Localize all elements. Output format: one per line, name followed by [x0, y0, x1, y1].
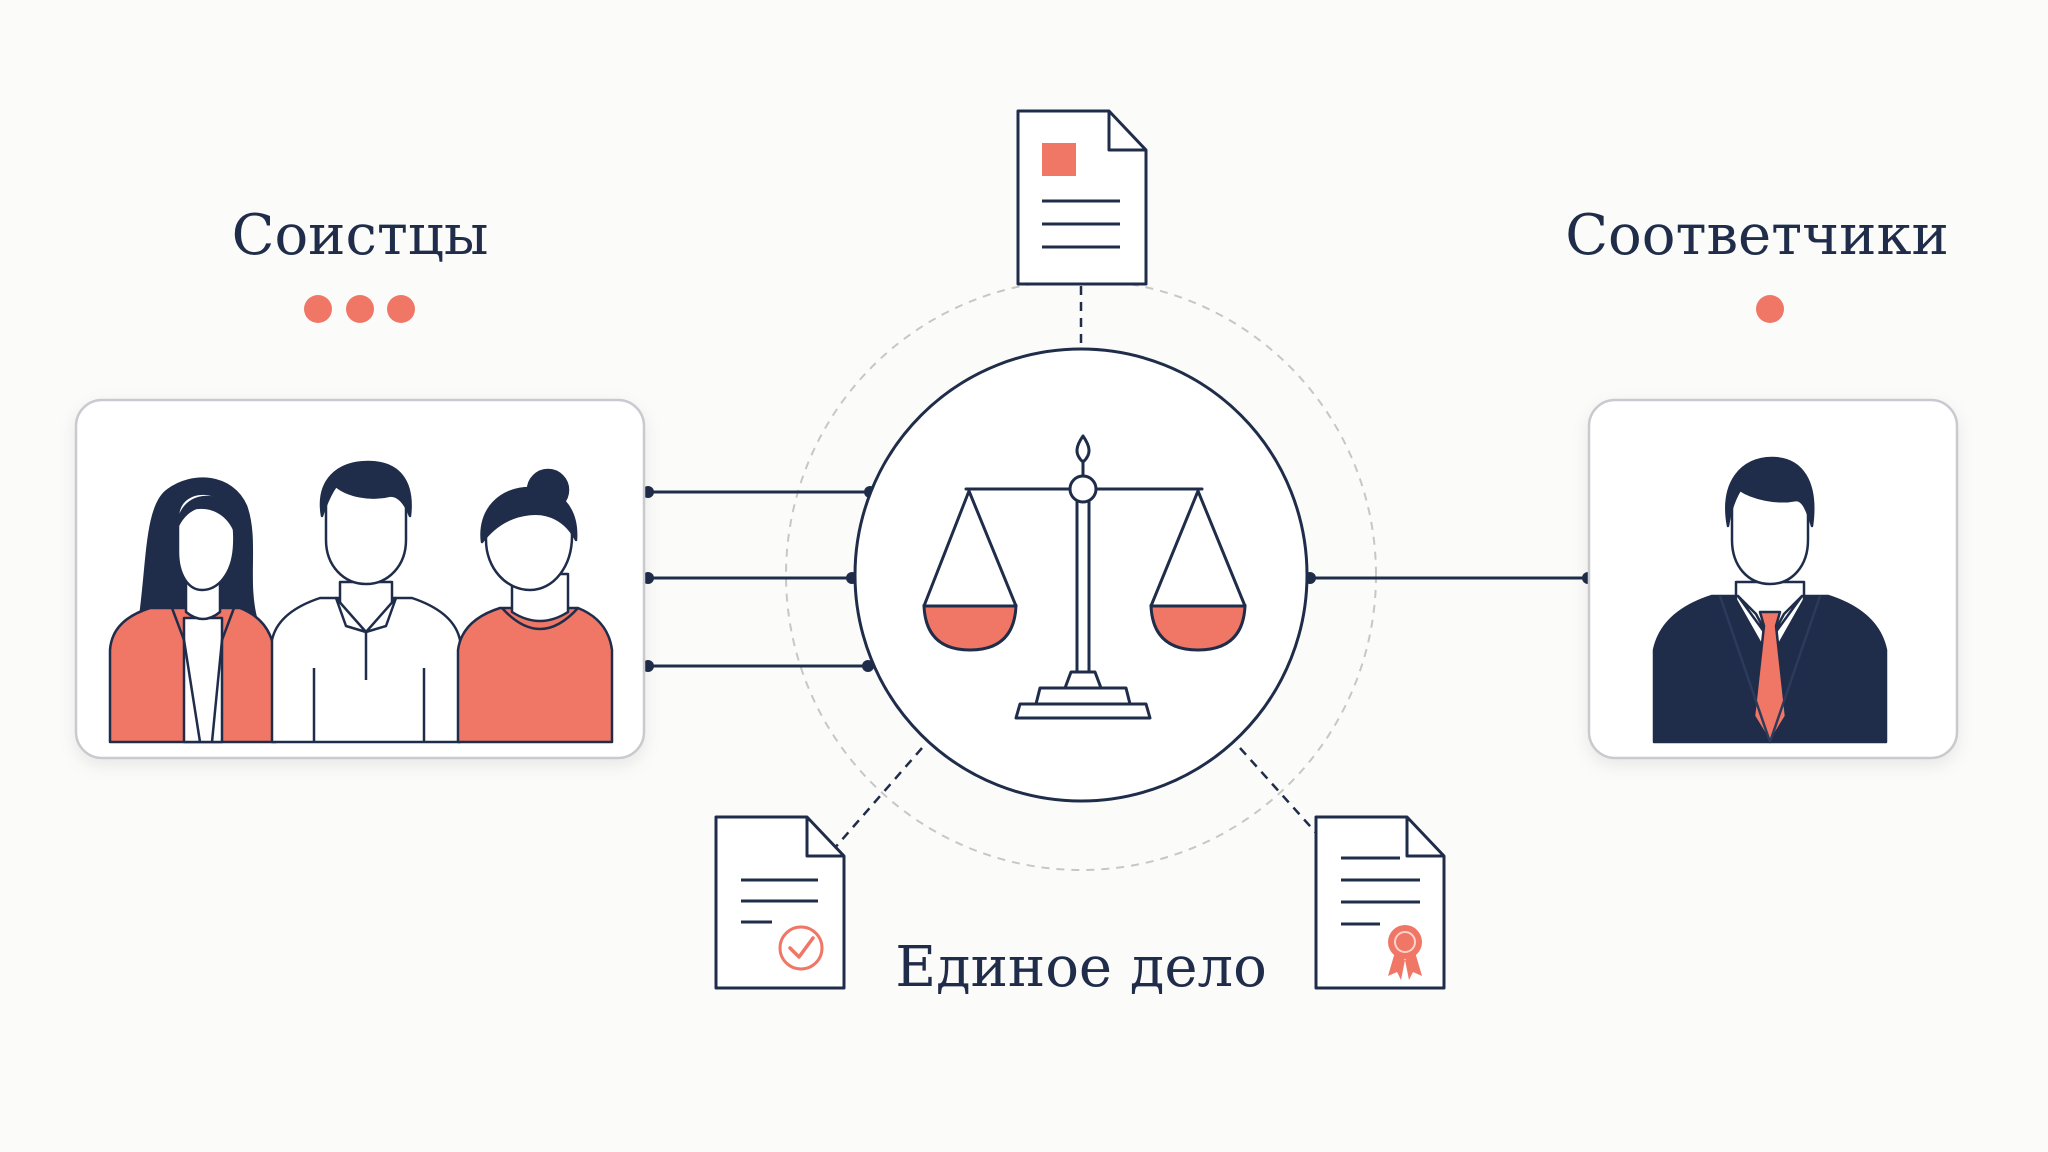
document-icon — [1016, 109, 1148, 286]
single-case-caption: Единое дело — [895, 935, 1267, 1000]
connector-bottom-right-document — [1239, 747, 1319, 836]
scales-of-justice-icon — [922, 434, 1247, 720]
scale-pan-left — [922, 604, 1018, 652]
document-check-icon — [714, 815, 846, 990]
connector-bottom-left-document — [832, 747, 923, 851]
plaintiff-woman-long-hair-avatar — [108, 477, 278, 744]
defendant-man-in-suit-avatar — [1652, 456, 1888, 744]
plaintiff-count-dots — [304, 295, 415, 323]
scale-pan-right — [1149, 604, 1247, 652]
plaintiff-man-avatar — [270, 460, 462, 744]
defendant-count-dot — [1756, 295, 1784, 323]
document-seal-icon — [1314, 815, 1446, 990]
co-defendants-title: Соответчики — [1565, 203, 1949, 268]
plaintiff-woman-bun-avatar — [456, 468, 614, 744]
dashed-orbit-ring — [785, 279, 1377, 871]
co-plaintiffs-title: Соистцы — [231, 203, 489, 268]
case-circle — [853, 347, 1309, 803]
plaintiff-connectors — [648, 490, 870, 668]
